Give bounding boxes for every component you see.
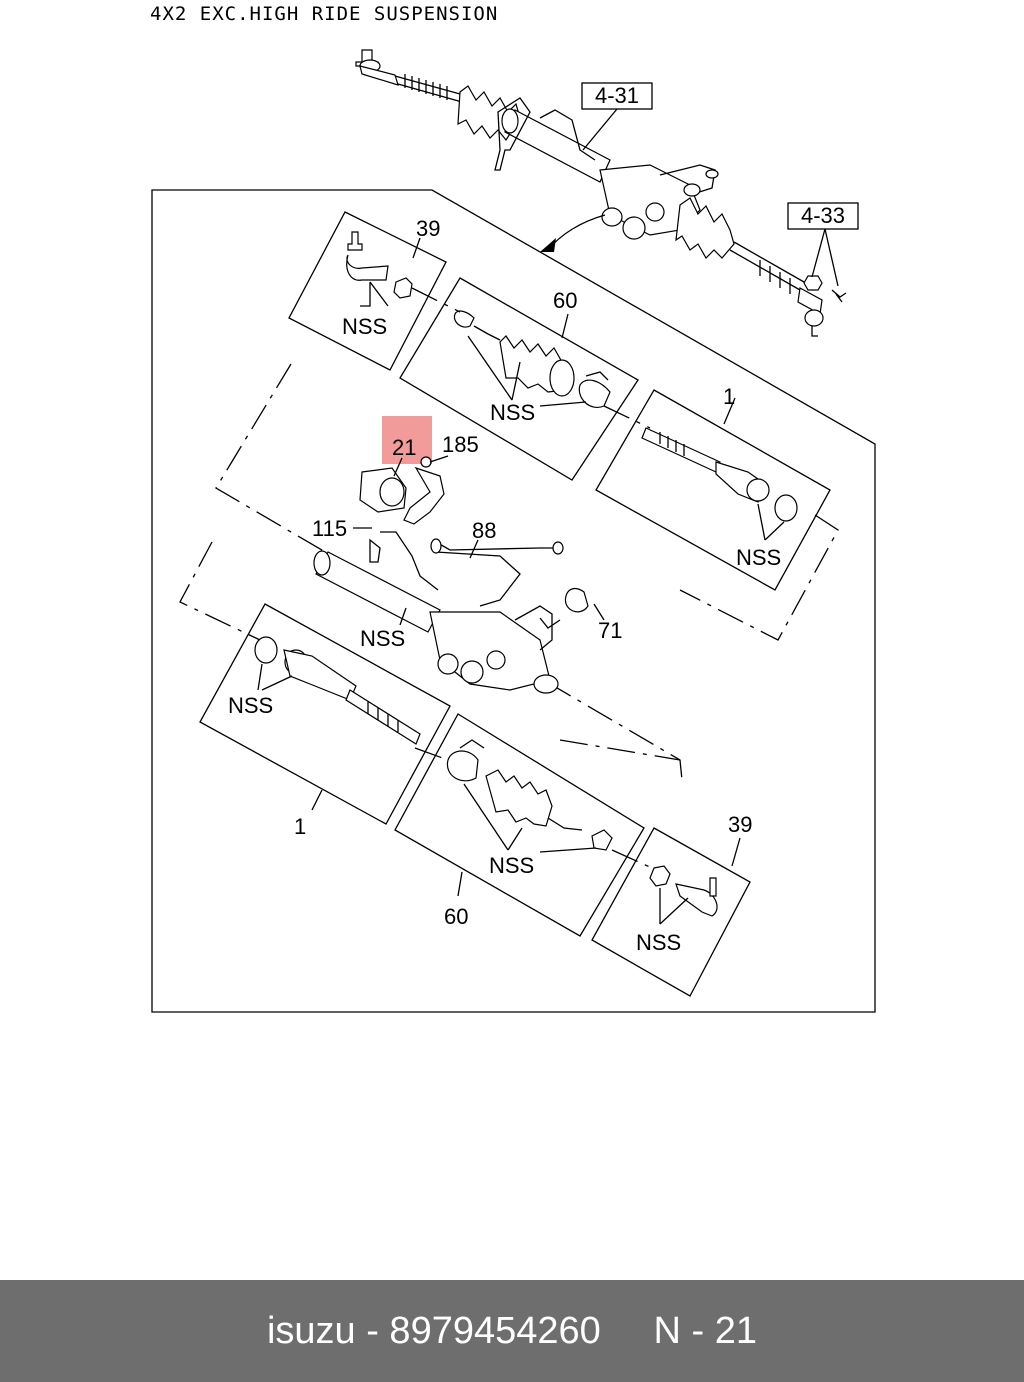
steering-rack-exploded-diagram: 4-31 4-33 39 NSS 60 NSS <box>151 49 876 1013</box>
svg-text:NSS: NSS <box>636 930 681 955</box>
diagram-caption: 4X2 EXC.HIGH RIDE SUSPENSION <box>150 3 499 25</box>
svg-text:1: 1 <box>723 384 735 409</box>
svg-text:1: 1 <box>294 814 306 839</box>
svg-text:71: 71 <box>598 618 622 643</box>
footer-bar: isuzu - 8979454260 N - 21 <box>0 1280 1024 1382</box>
group-inner-tie-rod-bottom: NSS 1 <box>199 603 451 839</box>
group-rack-housing: 115 88 NSS 71 <box>312 516 622 694</box>
group-mounting-bracket: 21 185 <box>359 432 479 525</box>
highlight-part-21[interactable] <box>382 416 432 464</box>
diagram-frame <box>151 189 876 1013</box>
svg-text:NSS: NSS <box>360 626 405 651</box>
group-boot-top: 60 NSS <box>399 277 639 481</box>
svg-text:4-31: 4-31 <box>595 83 639 108</box>
reference-4-33[interactable]: 4-33 <box>787 202 859 287</box>
svg-text:NSS: NSS <box>342 314 387 339</box>
svg-text:4-33: 4-33 <box>801 203 845 228</box>
rack-group-outline <box>215 363 839 781</box>
svg-text:39: 39 <box>728 812 752 837</box>
group-boot-bottom: NSS 60 <box>394 713 645 937</box>
assembled-steering-rack <box>355 49 847 337</box>
svg-text:60: 60 <box>553 288 577 313</box>
svg-text:NSS: NSS <box>489 853 534 878</box>
svg-text:21: 21 <box>392 435 416 460</box>
connector-lines <box>411 287 653 869</box>
svg-text:39: 39 <box>416 216 440 241</box>
svg-text:NSS: NSS <box>490 400 535 425</box>
group-tie-rod-end-bottom: 39 NSS <box>591 812 752 997</box>
group-inner-tie-rod-top: 1 NSS <box>595 384 831 591</box>
group-tie-rod-end-top: 39 NSS <box>288 211 447 371</box>
svg-text:115: 115 <box>312 516 347 541</box>
svg-text:NSS: NSS <box>736 545 781 570</box>
svg-text:185: 185 <box>442 432 479 457</box>
reference-4-31[interactable]: 4-31 <box>581 82 653 151</box>
part-number-label: isuzu - 8979454260 N - 21 <box>266 1309 758 1352</box>
svg-text:60: 60 <box>444 904 468 929</box>
rack-group-outline-lower <box>179 541 681 761</box>
svg-text:NSS: NSS <box>228 693 273 718</box>
svg-text:88: 88 <box>472 518 496 543</box>
